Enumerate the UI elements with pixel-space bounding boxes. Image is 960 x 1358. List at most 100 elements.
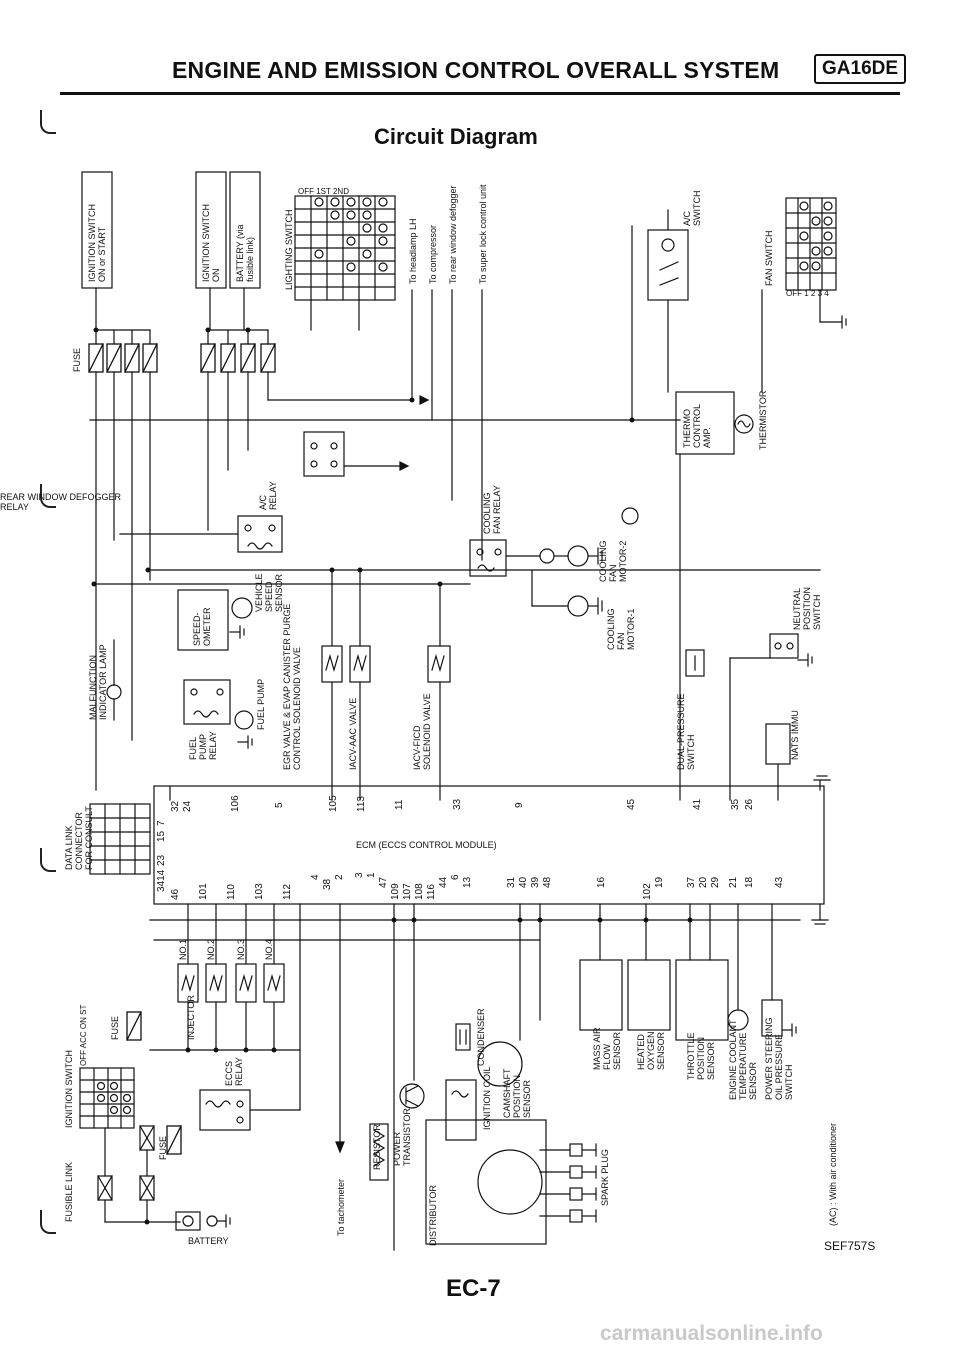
fan-switch-positions: OFF 1 2 3 4 bbox=[786, 289, 829, 298]
nats-label: NATS IMMU bbox=[790, 710, 800, 760]
pin: 116 bbox=[426, 884, 437, 900]
fuel-pump-relay bbox=[183, 679, 254, 749]
pin: 7 bbox=[156, 820, 167, 826]
ign-switch-lower-label: IGNITION SWITCH bbox=[64, 1050, 74, 1128]
pin: 35 bbox=[730, 798, 741, 810]
ign-switch-positions: OFF ACC ON ST bbox=[79, 1005, 88, 1066]
lighting-switch-grid bbox=[294, 195, 396, 331]
vehicle-speed-sensor-label: VEHICLESPEEDSENSOR bbox=[254, 573, 284, 612]
pin: 103 bbox=[254, 883, 265, 900]
speedometer-box bbox=[177, 589, 253, 651]
fuse3-label: FUSE bbox=[158, 1136, 168, 1160]
pin: 3 bbox=[354, 872, 365, 878]
pin: 105 bbox=[328, 795, 339, 812]
pin: 16 bbox=[596, 876, 607, 888]
malfunction-lamp bbox=[106, 639, 122, 721]
pin: 39 bbox=[530, 876, 541, 888]
pin: 13 bbox=[462, 876, 473, 888]
data-link-connector bbox=[89, 803, 151, 875]
ecm-label: ECM (ECCS CONTROL MODULE) bbox=[356, 840, 497, 850]
pin: 29 bbox=[710, 876, 721, 888]
margin-mark bbox=[40, 1210, 56, 1234]
fusible-links bbox=[97, 1125, 181, 1223]
spark-plug-label: SPARK PLUG bbox=[600, 1149, 610, 1206]
pin: 24 bbox=[182, 800, 193, 812]
page-number: EC-7 bbox=[446, 1275, 501, 1302]
pin: 15 bbox=[156, 830, 167, 842]
pin: 113 bbox=[356, 796, 367, 812]
rear-defogger-relay bbox=[303, 431, 410, 477]
pin: 1 bbox=[366, 872, 377, 878]
ignition-switch-on-start-box bbox=[81, 171, 113, 331]
battery-label: BATTERY bbox=[188, 1236, 229, 1246]
pin: 20 bbox=[698, 876, 709, 888]
ecm-pins-bottom: 101 110 103 112 4 38 2 3 1 47 109 107 10… bbox=[198, 872, 785, 900]
margin-mark bbox=[40, 110, 56, 134]
fuse2-label: FUSE bbox=[110, 1016, 120, 1040]
pin: 108 bbox=[414, 883, 425, 900]
egr-solenoid bbox=[321, 569, 343, 801]
pin: 21 bbox=[728, 876, 739, 888]
thermo-control-amp bbox=[675, 391, 754, 801]
malfunction-lamp-label: MALFUNCTIONINDICATOR LAMP bbox=[88, 644, 108, 720]
pin: 44 bbox=[438, 876, 449, 888]
neutral-switch-label: NEUTRALPOSITIONSWITCH bbox=[792, 587, 822, 630]
pin: 102 bbox=[642, 883, 653, 900]
model-code-badge: GA16DE bbox=[814, 54, 907, 84]
fuse-label: FUSE bbox=[72, 348, 82, 372]
pin: 38 bbox=[322, 878, 333, 890]
ignition-coil-label: IGNITION COIL bbox=[482, 1066, 492, 1130]
figure-id: SEF757S bbox=[824, 1239, 876, 1253]
injector-no2: NO.2 bbox=[206, 939, 216, 960]
watermark-text: carmanualsonline.info bbox=[600, 1322, 823, 1345]
fan-switch-grid bbox=[761, 197, 847, 393]
fuel-pump-relay-label: FUELPUMPRELAY bbox=[188, 731, 218, 760]
injector-no1: NO.1 bbox=[178, 939, 188, 960]
to-tachometer-label: To tachometer bbox=[336, 1179, 346, 1236]
ecm-pins-top: 32 24 106 5 105 113 11 33 9 45 41 35 26 bbox=[170, 795, 755, 812]
thermistor-label: THERMISTOR bbox=[758, 390, 768, 450]
fuse-lower-upper bbox=[126, 1011, 142, 1041]
pin: 106 bbox=[230, 795, 241, 812]
pin: 2 bbox=[334, 874, 345, 880]
pin: 3414 bbox=[156, 869, 167, 892]
iacv-aac-valve bbox=[349, 569, 371, 801]
pin: 47 bbox=[378, 876, 389, 888]
neutral-position-switch bbox=[729, 633, 813, 801]
ignition-coil bbox=[445, 1023, 477, 1141]
ac-switch bbox=[631, 209, 689, 421]
pin: 11 bbox=[394, 799, 405, 810]
eccs-relay bbox=[199, 903, 301, 1131]
data-link-label: DATA LINKCONNECTORFOR CONSULT bbox=[64, 806, 94, 870]
ignition-switch-grid-lower bbox=[79, 1067, 135, 1129]
ac-switch-label: A/CSWITCH bbox=[682, 191, 702, 227]
ac-relay-label: A/CRELAY bbox=[258, 481, 278, 510]
heated-o2-label: HEATEDOXYGENSENSOR bbox=[636, 1031, 666, 1070]
injector-label: INJECTOR bbox=[186, 995, 196, 1040]
lighting-switch-positions: OFF 1ST 2ND bbox=[298, 187, 349, 196]
pin: 48 bbox=[542, 876, 553, 888]
ign-on-label: IGNITION SWITCHON bbox=[201, 204, 221, 282]
junction-dots bbox=[91, 327, 693, 1225]
battery-fusible-box bbox=[229, 171, 261, 331]
nats-immu bbox=[765, 723, 791, 801]
fan-switch-label: FAN SWITCH bbox=[764, 231, 774, 287]
cooling-fan-motor-1 bbox=[531, 569, 603, 617]
cooling-fan-motor1-label: COOLINGFANMOTOR-1 bbox=[606, 608, 636, 650]
distributor-label: DISTRIBUTOR bbox=[428, 1185, 438, 1246]
feed-lines-top bbox=[89, 289, 821, 585]
ecm-box bbox=[153, 775, 831, 925]
diagram-subtitle: Circuit Diagram bbox=[374, 124, 538, 149]
iacv-aac-label: IACV-AAC VALVE bbox=[348, 698, 358, 770]
injector-no3: NO.3 bbox=[236, 939, 246, 960]
cooling-fan-relay-label: COOLINGFAN RELAY bbox=[482, 485, 502, 534]
resistor-label: RESISTOR bbox=[372, 1124, 382, 1170]
pin: 45 bbox=[626, 798, 637, 810]
ac-relay bbox=[119, 515, 283, 553]
page-title: ENGINE AND EMISSION CONTROL OVERALL SYST… bbox=[172, 57, 780, 83]
injector-no4: NO.4 bbox=[264, 939, 274, 960]
coolant-temp-label: ENGINE COOLANTTEMPERATURESENSOR bbox=[728, 1019, 758, 1100]
speedometer-label: SPEED-OMETER bbox=[192, 607, 212, 646]
iacv-ficd-label: IACV-FICDSOLENOID VALVE bbox=[412, 693, 432, 770]
power-transistor-label: POWERTRANSISTOR bbox=[392, 1108, 412, 1166]
